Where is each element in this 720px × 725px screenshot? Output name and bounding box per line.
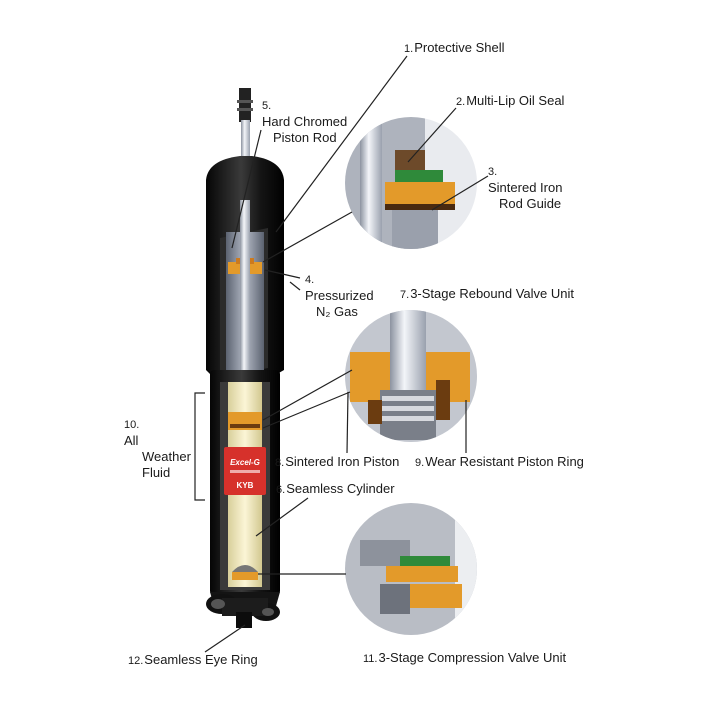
- brand-sticker: Excel-G KYB: [224, 447, 266, 495]
- piston-rod-inner: [240, 200, 250, 415]
- label-multi-lip-oil-seal: 2.Multi-Lip Oil Seal: [456, 93, 565, 108]
- label-wear-resistant-piston-ring: 9.Wear Resistant Piston Ring: [415, 454, 584, 469]
- rod-stud: [239, 88, 251, 122]
- label-seamless-cylinder: 6.Seamless Cylinder: [276, 481, 395, 496]
- label-sintered-iron-rod-guide: 3.Sintered Iron Rod Guide: [488, 166, 563, 211]
- label-sintered-iron-piston: 8.Sintered Iron Piston: [275, 454, 400, 469]
- label-hard-chromed-piston-rod: 5.Hard Chromed Piston Rod: [262, 100, 348, 145]
- label-pressurized-gas: 4.Pressurized N₂ Gas: [305, 274, 374, 319]
- label-seamless-eye-ring: 12.Seamless Eye Ring: [128, 652, 258, 667]
- callout-rod-guide-detail: [343, 115, 479, 251]
- label-all-weather-fluid: 10.All Weather Fluid: [124, 419, 191, 480]
- sticker-maker: KYB: [237, 481, 254, 490]
- callout-compression-valve-detail: [343, 501, 479, 637]
- label-protective-shell: 1.Protective Shell: [404, 40, 505, 55]
- eye-ring: [206, 594, 280, 628]
- callout-piston-detail: [343, 308, 479, 444]
- piston-rod-top: [241, 120, 250, 162]
- leader-lines: [194, 55, 489, 653]
- sticker-brand: Excel-G: [230, 458, 260, 467]
- shock-absorber: Excel-G KYB: [206, 88, 284, 628]
- label-rebound-valve-unit: 7.3-Stage Rebound Valve Unit: [400, 286, 574, 301]
- label-compression-valve-unit: 11.3-Stage Compression Valve Unit: [363, 650, 567, 665]
